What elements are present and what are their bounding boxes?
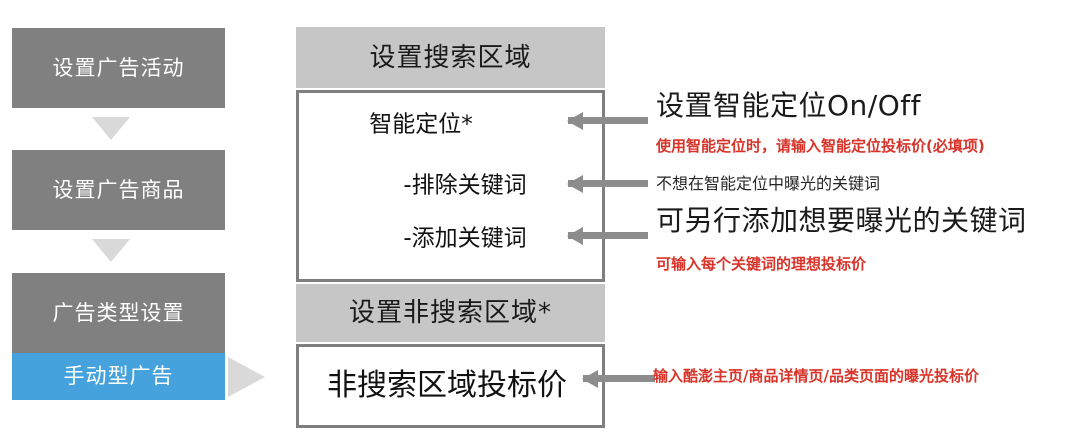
panel-header-label: 设置搜索区域 <box>369 42 532 73</box>
flow-step-ad-type[interactable]: 广告类型设置 <box>12 273 225 353</box>
triangle-down-icon <box>92 239 130 262</box>
settings-panel: 设置搜索区域 智能定位* -排除关键词 -添加关键词 设置非搜索区域* 非搜索区… <box>296 0 608 443</box>
flow-step-label: 手动型广告 <box>63 364 174 388</box>
flow-step-set-product[interactable]: 设置广告商品 <box>12 150 225 230</box>
annotation-group: 设置智能定位On/Off 使用智能定位时，请输入智能定位投标价(必填项) 不想在… <box>653 0 1080 443</box>
panel-header-non-search-area: 设置非搜索区域* <box>296 284 605 342</box>
panel-header-search-area: 设置搜索区域 <box>296 27 605 88</box>
flow-step-label: 设置广告活动 <box>52 55 185 80</box>
flow-step-label: 设置广告商品 <box>52 177 185 202</box>
annotation-title-smart-targeting: 设置智能定位On/Off <box>656 89 921 122</box>
triangle-right-icon <box>228 357 265 397</box>
arrow-left-icon <box>568 180 648 187</box>
annotation-note-non-search-bid: 输入酷澎主页/商品详情页/品类页面的曝光投标价 <box>653 367 979 385</box>
panel-header-label: 设置非搜索区域* <box>348 298 552 328</box>
triangle-down-icon <box>92 117 130 140</box>
panel-row-non-search-bid[interactable]: 非搜索区域投标价 <box>327 368 567 403</box>
arrow-left-icon <box>583 375 655 382</box>
panel-body-search-area: 智能定位* -排除关键词 -添加关键词 <box>296 90 605 282</box>
annotation-note-smart-targeting: 使用智能定位时，请输入智能定位投标价(必填项) <box>656 137 985 155</box>
arrow-left-icon <box>568 117 648 124</box>
panel-row-exclude-keywords[interactable]: -排除关键词 <box>403 172 527 199</box>
panel-row-smart-targeting[interactable]: 智能定位* <box>369 111 473 138</box>
flow-step-manual-ad[interactable]: 手动型广告 <box>12 353 225 400</box>
flow-step-label: 广告类型设置 <box>52 300 185 325</box>
flow-column: 设置广告活动 设置广告商品 广告类型设置 手动型广告 <box>0 0 280 443</box>
flow-step-set-campaign[interactable]: 设置广告活动 <box>12 28 225 108</box>
panel-body-non-search-area: 非搜索区域投标价 <box>296 344 605 428</box>
annotation-title-add-keywords: 可另行添加想要曝光的关键词 <box>656 204 1027 237</box>
annotation-note-add-keywords: 可输入每个关键词的理想投标价 <box>656 255 867 273</box>
annotation-title-exclude-keywords: 不想在智能定位中曝光的关键词 <box>656 174 881 193</box>
panel-row-add-keywords[interactable]: -添加关键词 <box>403 225 527 252</box>
arrow-left-icon <box>568 232 648 239</box>
